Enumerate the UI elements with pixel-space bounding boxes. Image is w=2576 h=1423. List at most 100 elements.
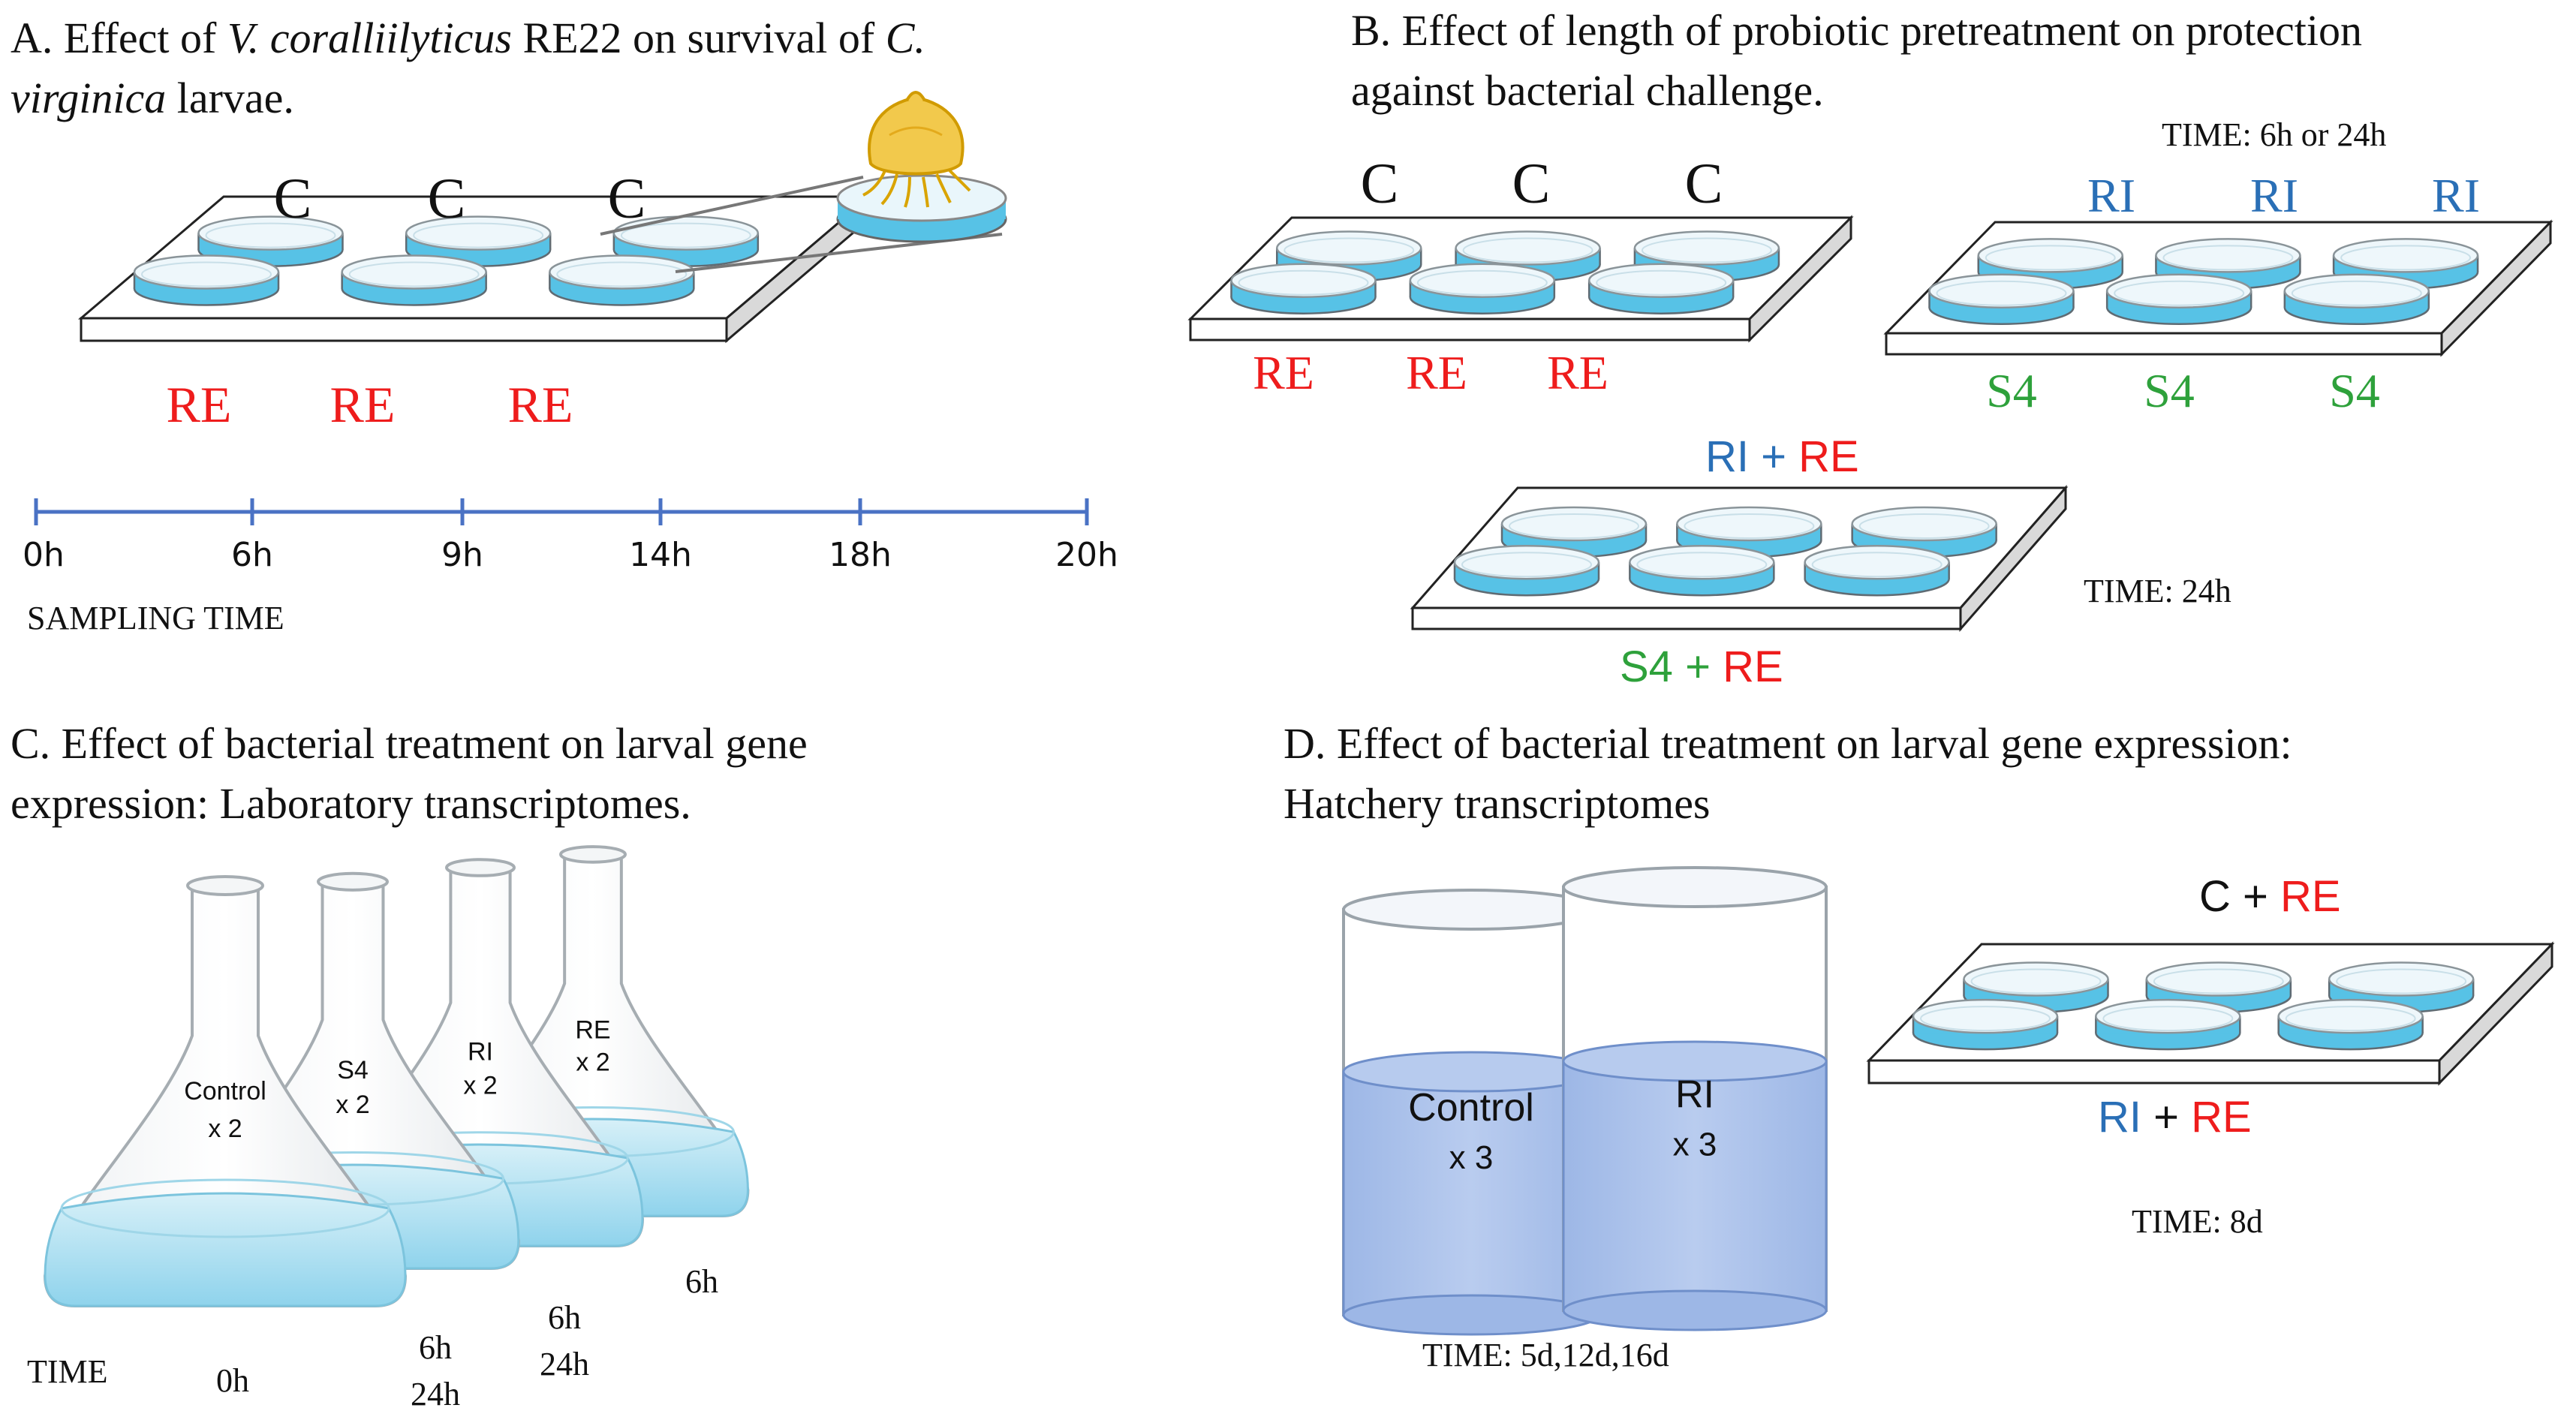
plate-a-top-label: C bbox=[608, 167, 646, 230]
flask-rep-label: x 2 bbox=[463, 1072, 497, 1100]
plate-a-dish bbox=[549, 254, 695, 306]
panel-a-plate: C C C RE RE RE bbox=[77, 167, 873, 433]
timeline-tick-label: 9h bbox=[441, 536, 483, 574]
panel-b-time-2: TIME: 24h bbox=[2084, 573, 2231, 609]
plate-a-top-label: C bbox=[274, 167, 312, 230]
panel-d: D. Effect of bacterial treatment on larv… bbox=[1283, 719, 2555, 1373]
plate-b3-dish bbox=[1453, 544, 1600, 597]
plate-d-dish bbox=[2277, 998, 2424, 1051]
tank-water bbox=[1562, 1060, 1828, 1312]
plate-b2-bottom-label: S4 bbox=[2329, 364, 2380, 417]
plate-d-dish bbox=[2095, 998, 2241, 1051]
panel-c-title-line1: C. Effect of bacterial treatment on larv… bbox=[11, 719, 808, 768]
tank: Control x 3 bbox=[1342, 889, 1600, 1336]
panel-a-title-line1: A. Effect of V. coralliilyticus RE22 on … bbox=[11, 14, 925, 62]
panel-c-time-value: 6h bbox=[419, 1329, 452, 1366]
plate-b2-dish bbox=[2332, 238, 2479, 290]
tank: RI x 3 bbox=[1562, 866, 1828, 1331]
panel-c: C. Effect of bacterial treatment on larv… bbox=[11, 719, 808, 1412]
panel-a-title-line2: virginica larvae. bbox=[11, 74, 294, 122]
flask-liquid bbox=[44, 1192, 407, 1307]
panel-b-time-1: TIME: 6h or 24h bbox=[2162, 116, 2386, 153]
plate-b2-bottom-label: S4 bbox=[2144, 364, 2195, 417]
tank-rep-label: x 3 bbox=[1673, 1126, 1717, 1163]
plate-b3-side-edge bbox=[1959, 485, 2067, 632]
flask-rep-label: x 2 bbox=[208, 1115, 242, 1143]
plate-b1-dish bbox=[1230, 263, 1377, 314]
flask-rim bbox=[317, 871, 389, 892]
panel-c-time-value: 0h bbox=[216, 1362, 249, 1399]
plate-a-dish bbox=[612, 215, 760, 267]
panel-d-tank-time: TIME: 5d,12d,16d bbox=[1422, 1337, 1669, 1373]
plate-b2-top-label: RI bbox=[2087, 169, 2135, 222]
flask-rim bbox=[559, 845, 627, 864]
panel-c-time-value: 24h bbox=[411, 1376, 460, 1412]
plate-a-dish bbox=[341, 254, 487, 306]
panel-d-plate-time: TIME: 8d bbox=[2132, 1203, 2263, 1240]
plate-b3-dish bbox=[1629, 544, 1775, 597]
plate-b2-bottom-label: S4 bbox=[1986, 364, 2037, 417]
flask-rim bbox=[186, 875, 264, 896]
plate-d-dish bbox=[1912, 998, 2059, 1051]
plate-b2-front-edge bbox=[1885, 332, 2443, 356]
plate-b1-bottom-label: RE bbox=[1406, 346, 1467, 399]
larva-icon bbox=[862, 91, 971, 208]
plate-a-bottom-label: RE bbox=[508, 376, 573, 433]
plate-b3-front-edge bbox=[1411, 606, 1962, 630]
flask-label: RI bbox=[468, 1038, 493, 1066]
tank-label: RI bbox=[1675, 1073, 1714, 1116]
plate-b2-top-label: RI bbox=[2432, 169, 2480, 222]
tank-rep-label: x 3 bbox=[1449, 1139, 1494, 1176]
plate-b1-top-label: C bbox=[1512, 152, 1551, 215]
plate-d-side-edge bbox=[2438, 941, 2553, 1086]
panel-c-title-line2: expression: Laboratory transcriptomes. bbox=[11, 779, 691, 828]
plate-b1-side-edge bbox=[1748, 215, 1852, 343]
zoom-line-top bbox=[600, 176, 864, 236]
plate-a-dish bbox=[197, 215, 344, 267]
flask-group: RE x 2 RI x 2 S4 x 2 Control x 2 bbox=[43, 845, 750, 1307]
tank-label: Control bbox=[1408, 1086, 1534, 1130]
plate-b2-side-edge bbox=[2440, 219, 2552, 357]
tank-rim bbox=[1562, 866, 1828, 908]
panel-b-title-line1: B. Effect of length of probiotic pretrea… bbox=[1351, 6, 2362, 55]
flask-label: RE bbox=[575, 1016, 610, 1045]
panel-d-plate bbox=[1866, 941, 2555, 1086]
sampling-time-label: SAMPLING TIME bbox=[27, 600, 284, 636]
plate-b2-dish bbox=[2283, 273, 2430, 326]
panel-b-plate-3-top-label: RI + RE bbox=[1705, 432, 1859, 481]
plate-a-top-label: C bbox=[428, 167, 466, 230]
timeline-tick-label: 6h bbox=[231, 536, 273, 574]
plate-a-dish bbox=[133, 254, 280, 306]
zoomed-dish bbox=[836, 174, 1007, 243]
plate-d-front-edge bbox=[1867, 1059, 2441, 1085]
panel-b-title-line2: against bacterial challenge. bbox=[1351, 66, 1824, 115]
plate-b1-bottom-label: RE bbox=[1253, 346, 1314, 399]
plate-b1-dish bbox=[1587, 263, 1735, 314]
panel-d-plate-top-label: C + RE bbox=[2199, 872, 2341, 921]
panel-c-time-value: 6h bbox=[548, 1299, 581, 1336]
flask-rep-label: x 2 bbox=[336, 1091, 369, 1119]
panel-b-plate-3-bottom-label: S4 + RE bbox=[1620, 642, 1783, 691]
panel-c-time-label: TIME bbox=[27, 1353, 108, 1390]
panel-d-plate-bottom-label: RI + RE bbox=[2098, 1093, 2252, 1142]
plate-b3-dish bbox=[1804, 544, 1950, 597]
flask-rim bbox=[445, 858, 516, 877]
flask-label: S4 bbox=[337, 1056, 369, 1085]
flask-rep-label: x 2 bbox=[576, 1048, 609, 1077]
plate-b1-front-edge bbox=[1189, 317, 1751, 341]
plate-a-bottom-label: RE bbox=[330, 376, 396, 433]
flask: Control x 2 bbox=[43, 875, 408, 1307]
panel-b-plate-3 bbox=[1410, 485, 2069, 632]
plate-a-bottom-label: RE bbox=[167, 376, 232, 433]
panel-d-title-line2: Hatchery transcriptomes bbox=[1283, 779, 1711, 828]
plate-a-front-edge bbox=[80, 317, 728, 342]
tank-group: Control x 3 RI x 3 bbox=[1342, 866, 1828, 1336]
plate-b1-bottom-label: RE bbox=[1547, 346, 1608, 399]
flask-label: Control bbox=[184, 1077, 266, 1106]
panel-a: A. Effect of V. coralliilyticus RE22 on … bbox=[11, 14, 1118, 636]
